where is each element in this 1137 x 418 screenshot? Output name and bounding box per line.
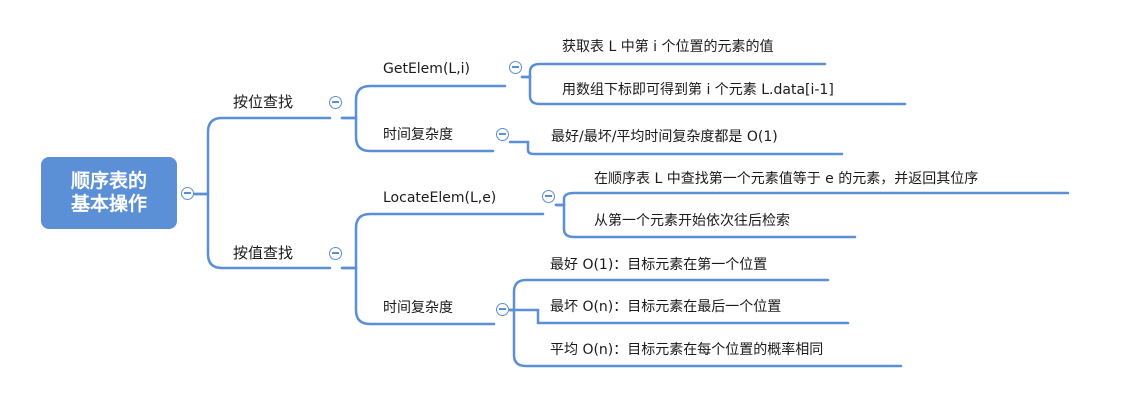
node-by-value[interactable]: 按值查找 xyxy=(233,244,294,262)
leaf-worst-case[interactable]: 最坏 O(n)：目标元素在最后一个位置 xyxy=(550,299,782,315)
collapse-toggle-icon[interactable] xyxy=(496,128,509,141)
collapse-toggle-icon[interactable] xyxy=(496,303,509,316)
leaf-average-case[interactable]: 平均 O(n)：目标元素在每个位置的概率相同 xyxy=(550,342,824,358)
leaf-getelem-desc[interactable]: 获取表 L 中第 i 个位置的元素的值 xyxy=(562,39,774,55)
collapse-toggle-icon[interactable] xyxy=(329,247,342,260)
root-node[interactable]: 顺序表的 基本操作 xyxy=(41,157,177,229)
collapse-toggle-icon[interactable] xyxy=(329,96,342,109)
leaf-locateelem-desc[interactable]: 在顺序表 L 中查找第一个元素值等于 e 的元素，并返回其位序 xyxy=(594,171,979,187)
leaf-locateelem-scan[interactable]: 从第一个元素开始依次往后检索 xyxy=(594,213,790,229)
leaf-position-complexity[interactable]: 最好/最坏/平均时间复杂度都是 O(1) xyxy=(551,129,778,145)
leaf-best-case[interactable]: 最好 O(1)：目标元素在第一个位置 xyxy=(550,257,768,273)
node-locateelem[interactable]: LocateElem(L,e) xyxy=(383,190,497,206)
node-value-complexity[interactable]: 时间复杂度 xyxy=(383,300,453,316)
node-by-position[interactable]: 按位查找 xyxy=(233,93,294,111)
root-title-line2: 基本操作 xyxy=(70,193,147,215)
leaf-getelem-index[interactable]: 用数组下标即可得到第 i 个元素 L.data[i-1] xyxy=(562,82,834,98)
collapse-toggle-icon[interactable] xyxy=(509,61,522,74)
collapse-toggle-icon[interactable] xyxy=(181,187,194,200)
collapse-toggle-icon[interactable] xyxy=(542,190,555,203)
root-title-line1: 顺序表的 xyxy=(70,170,147,192)
node-position-complexity[interactable]: 时间复杂度 xyxy=(383,127,453,143)
node-getelem[interactable]: GetElem(L,i) xyxy=(383,61,471,77)
